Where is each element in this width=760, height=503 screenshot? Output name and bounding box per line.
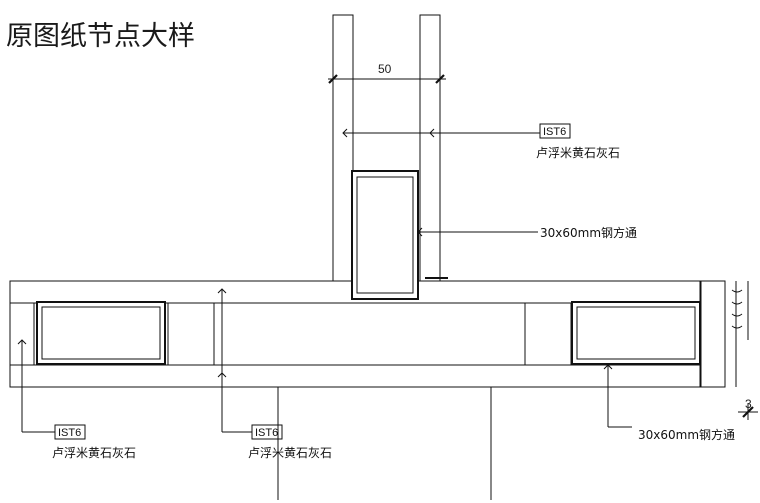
steel-label: 30x60mm钢方通 bbox=[540, 225, 637, 240]
edge-mark-label: 3 bbox=[745, 397, 752, 411]
material-label: 卢浮米黄石灰石 bbox=[536, 145, 620, 160]
left-stone-panel bbox=[332, 14, 354, 282]
callout-mid-stone: IST6 卢浮米黄石灰石 bbox=[217, 288, 332, 460]
steel-label: 30x60mm钢方通 bbox=[638, 427, 735, 442]
edge-marker: 3 bbox=[738, 397, 758, 420]
steel-tube-left bbox=[36, 301, 166, 365]
material-label: 卢浮米黄石灰石 bbox=[248, 445, 332, 460]
steel-tube-vertical bbox=[351, 170, 419, 300]
callout-top-stone: IST6 卢浮米黄石灰石 bbox=[342, 123, 620, 160]
callout-top-steel: 30x60mm钢方通 bbox=[417, 225, 637, 279]
callout-left-stone: IST6 卢浮米黄石灰石 bbox=[17, 339, 136, 460]
dimension-50: 50 bbox=[328, 62, 446, 88]
material-label: 卢浮米黄石灰石 bbox=[52, 445, 136, 460]
page-title: 原图纸节点大样 bbox=[6, 21, 195, 52]
tag-code: IST6 bbox=[543, 126, 566, 138]
right-stone-panel bbox=[419, 14, 441, 282]
tag-code: IST6 bbox=[58, 427, 81, 439]
dimension-label: 50 bbox=[378, 62, 392, 76]
steel-tube-right bbox=[571, 301, 701, 365]
tag-code: IST6 bbox=[255, 427, 278, 439]
callout-right-steel: 30x60mm钢方通 bbox=[603, 364, 735, 442]
break-symbol bbox=[731, 281, 749, 387]
